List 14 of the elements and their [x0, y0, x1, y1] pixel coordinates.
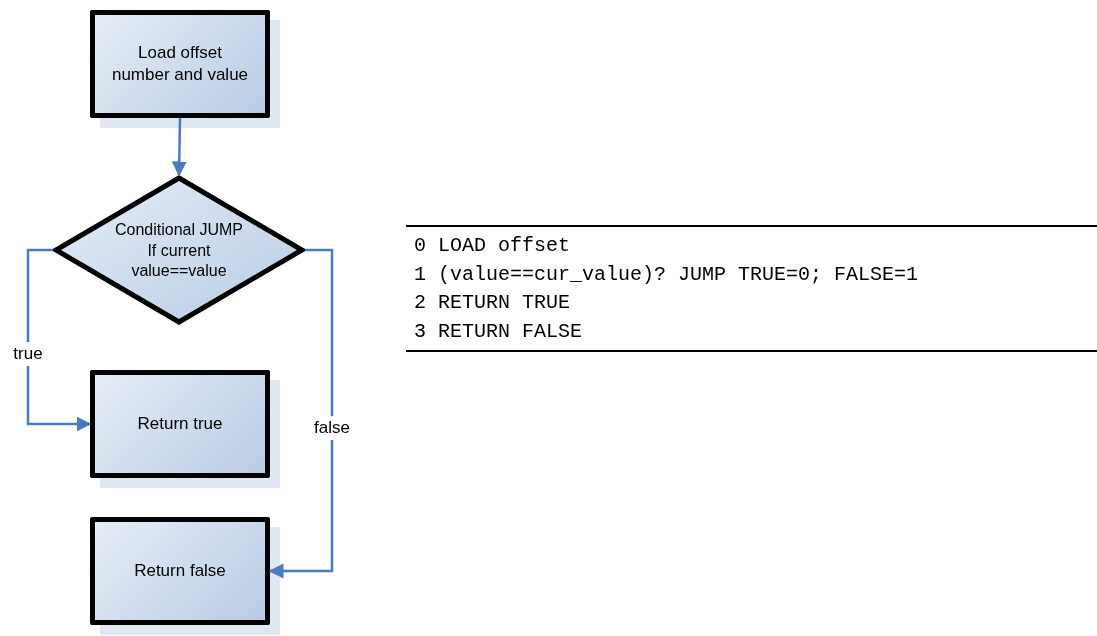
- code-line: 2 RETURN TRUE: [414, 290, 571, 316]
- node-text: Return false: [134, 559, 226, 582]
- node-text: Return true: [137, 412, 223, 435]
- edge-label: true: [12, 342, 44, 366]
- node-text: Load offset number and value: [110, 41, 250, 86]
- edge-label: false: [313, 416, 351, 440]
- arrow: [171, 117, 187, 177]
- decision-diamond: [53, 175, 305, 325]
- arrow: [26, 248, 92, 432]
- node-text: Conditional JUMP If current value==value: [113, 219, 245, 282]
- code-line: 3 RETURN FALSE: [414, 318, 583, 345]
- code-line: 1 (value==cur_value)? JUMP TRUE=0; FALSE=1: [414, 261, 919, 288]
- arrow: [268, 248, 334, 579]
- code-line: 0 LOAD offset: [414, 233, 571, 259]
